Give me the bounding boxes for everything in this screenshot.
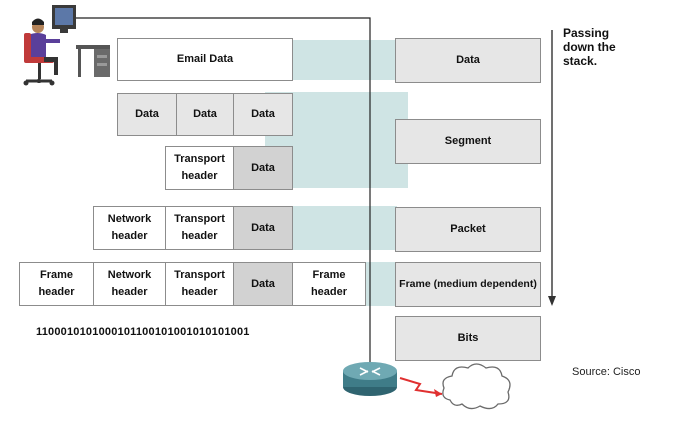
cloud-icon [442, 363, 511, 410]
pdu-segment: Segment [395, 119, 541, 164]
source-label: Source: Cisco [572, 366, 641, 378]
pdu-frame: Frame (medium dependent) [395, 262, 541, 307]
frame-trailer: Frame header [292, 262, 366, 306]
data-chunk-2: Data [176, 93, 234, 136]
packet-network-header: Network header [93, 206, 166, 250]
data-chunk-1: Data [117, 93, 177, 136]
data-chunk-3: Data [233, 93, 293, 136]
band-data [292, 40, 397, 80]
frame-network-header: Network header [93, 262, 166, 306]
frame-data: Data [233, 262, 293, 306]
frame-header: Frame header [19, 262, 94, 306]
bits-string: 1100010101000101100101001010101001 [36, 326, 250, 338]
passing-down-label: Passing down the stack. [563, 26, 616, 68]
pdu-packet: Packet [395, 207, 541, 252]
frame-transport-header: Transport header [165, 262, 234, 306]
packet-transport-header: Transport header [165, 206, 234, 250]
person-at-computer-icon [23, 5, 110, 86]
packet-data: Data [233, 206, 293, 250]
segment-transport-header: Transport header [165, 146, 234, 190]
pdu-bits: Bits [395, 316, 541, 361]
segment-data: Data [233, 146, 293, 190]
email-data-box: Email Data [117, 38, 293, 81]
serial-link-icon [399, 377, 443, 397]
pdu-data: Data [395, 38, 541, 83]
band-packet [292, 206, 397, 250]
router-icon [343, 362, 397, 396]
